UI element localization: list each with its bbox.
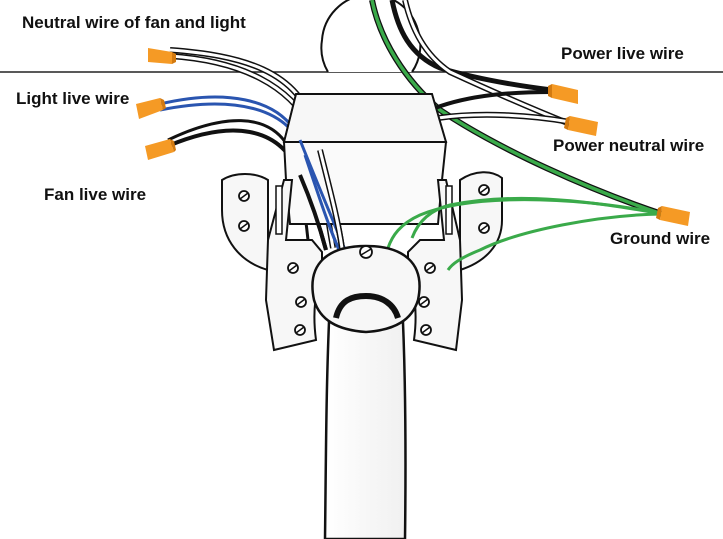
green-wire-ground-b <box>446 212 663 271</box>
left-bracket <box>221 173 269 272</box>
label-fan-live: Fan live wire <box>44 185 147 204</box>
black-wire-power <box>434 90 553 110</box>
wire-nut-fan-live <box>145 139 176 160</box>
screw-left-1 <box>287 262 299 274</box>
label-ground: Ground wire <box>610 229 711 248</box>
screw-right-1 <box>424 262 436 274</box>
screw-left-2 <box>295 296 307 308</box>
wire-nut-neutral <box>148 48 176 64</box>
label-neutral-fan-light: Neutral wire of fan and light <box>22 13 246 32</box>
label-power-live: Power live wire <box>561 44 684 63</box>
wire-nut-power-neutral <box>564 116 598 136</box>
ground-screw <box>359 245 373 259</box>
wire-nut-ground <box>656 206 690 226</box>
screw-right-3 <box>420 324 432 336</box>
downrod <box>311 244 421 539</box>
wire-nut-power-live <box>548 84 578 104</box>
label-power-neutral: Power neutral wire <box>553 136 705 155</box>
mounting-plate <box>264 179 464 352</box>
screw-right-2 <box>418 296 430 308</box>
junction-box <box>282 93 448 225</box>
wire-nut-light-live <box>136 98 166 119</box>
label-light-live: Light live wire <box>16 89 130 108</box>
screw-left-3 <box>294 324 306 336</box>
green-wire-ground-c <box>410 196 663 239</box>
